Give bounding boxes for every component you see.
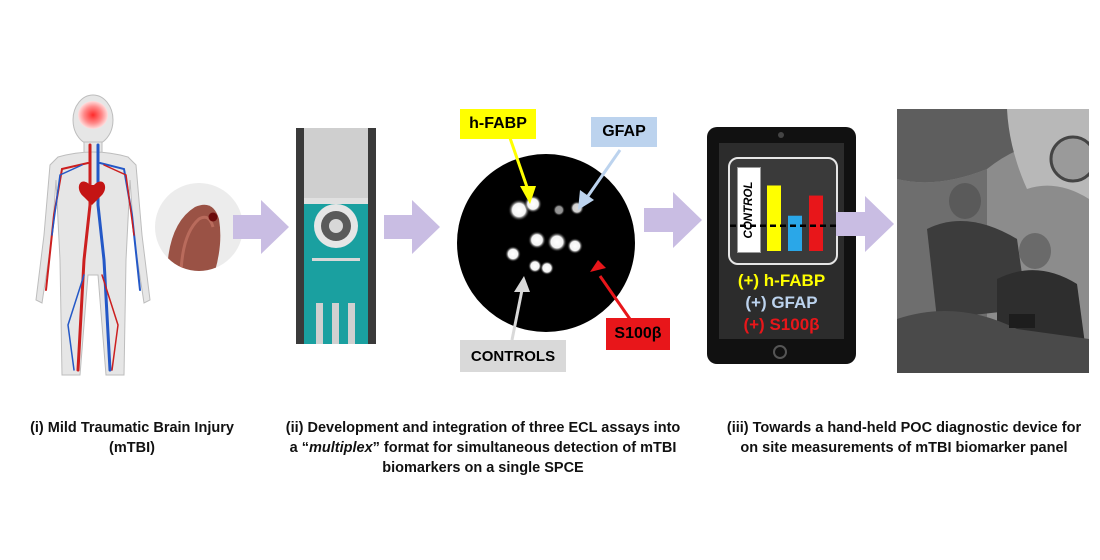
caption-step-2-post: ” format for simultaneous detection of m… xyxy=(372,440,677,456)
s100b-label: S100β xyxy=(606,318,670,350)
caption-step-2-pre: a “ xyxy=(289,440,309,456)
tablet-device: CONTROL (+) h-FABP (+) GFAP (+) S100β xyxy=(707,127,856,364)
flow-arrow-3 xyxy=(644,192,702,248)
flow-arrow-4 xyxy=(836,196,894,252)
caption-step-1-line-1: (i) Mild Traumatic Brain Injury xyxy=(30,420,234,436)
legend-hfabp: (+) h-FABP xyxy=(737,271,826,290)
finger-prick-image xyxy=(155,183,243,271)
bar-hfabp xyxy=(767,185,781,251)
controls-arrow-head xyxy=(514,276,530,292)
caption-step-2-line-2: a “multiplex” format for simultaneous de… xyxy=(260,438,706,458)
flow-arrow-1 xyxy=(233,200,289,254)
gfap-label-text: GFAP xyxy=(602,123,646,140)
bar-gfap xyxy=(788,215,802,251)
gfap-arrow-head xyxy=(578,190,594,210)
hfabp-label: h-FABP xyxy=(460,109,536,139)
legend-s100b: (+) S100β xyxy=(743,315,820,334)
s100b-label-text: S100β xyxy=(614,325,662,342)
tablet-screen: CONTROL (+) h-FABP (+) GFAP (+) S100β xyxy=(719,143,844,339)
pointer-lines xyxy=(508,137,634,341)
result-chart-panel: CONTROL xyxy=(728,157,838,265)
controls-label-text: CONTROLS xyxy=(470,347,556,365)
caption-step-3-line-2: on site measurements of mTBI biomarker p… xyxy=(740,440,1068,456)
ecl-multiplex-image xyxy=(457,154,635,332)
field-responders-photo xyxy=(897,109,1089,373)
caption-step-2-line-1: (ii) Development and integration of thre… xyxy=(285,420,681,436)
spce-electrode-photo xyxy=(296,128,376,344)
caption-step-3-line-1: (iii) Towards a hand-held POC diagnostic… xyxy=(726,420,1082,436)
bar-s100b xyxy=(809,195,823,251)
caption-step-1: (i) Mild Traumatic Brain Injury (mTBI) xyxy=(14,418,250,458)
caption-step-2-multiplex: multiplex xyxy=(308,440,373,456)
caption-step-2: (ii) Development and integration of thre… xyxy=(260,418,706,478)
caption-step-1-line-2: (mTBI) xyxy=(109,440,155,456)
biomarker-bars xyxy=(730,185,836,251)
hfabp-label-text: h-FABP xyxy=(469,115,527,132)
s100b-arrow-head xyxy=(590,260,606,272)
flow-arrow-2 xyxy=(384,200,440,254)
tablet-home-button[interactable] xyxy=(773,345,787,359)
caption-step-2-line-3: biomarkers on a single SPCE xyxy=(382,460,584,476)
control-bar: CONTROL xyxy=(737,167,761,253)
tablet-camera xyxy=(778,132,784,138)
caption-step-3: (iii) Towards a hand-held POC diagnostic… xyxy=(716,418,1092,458)
gfap-label: GFAP xyxy=(591,117,657,147)
legend-gfap: (+) GFAP xyxy=(745,293,818,312)
human-body-illustration xyxy=(18,85,168,380)
hfabp-arrow-head xyxy=(520,186,536,204)
controls-label: CONTROLS xyxy=(460,340,566,372)
